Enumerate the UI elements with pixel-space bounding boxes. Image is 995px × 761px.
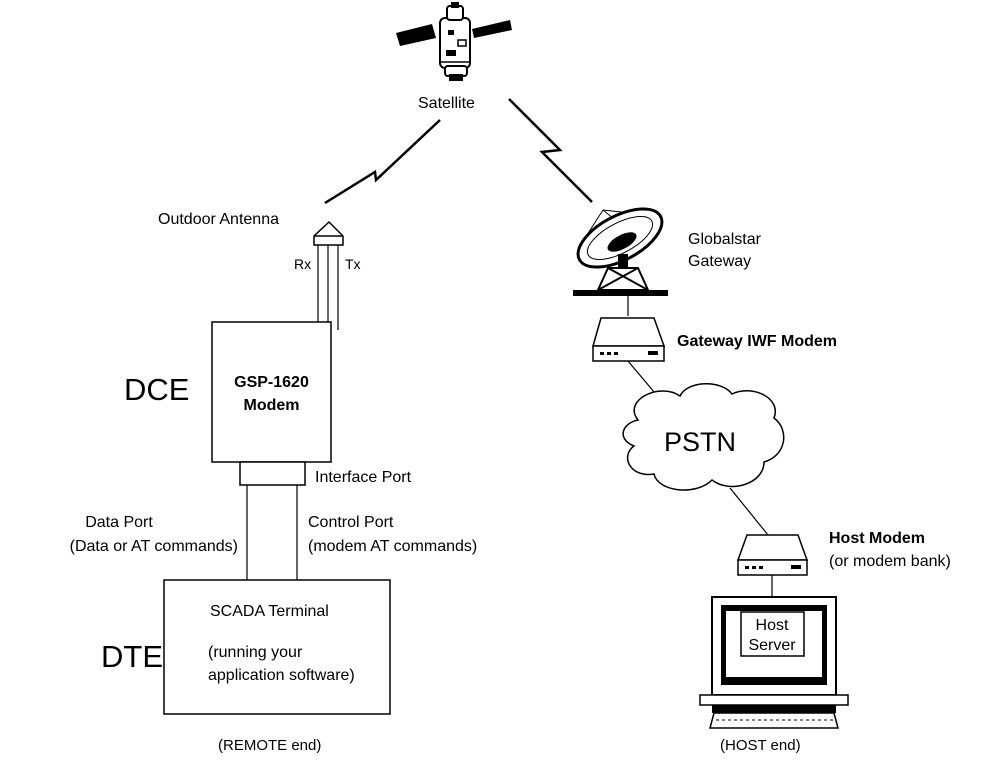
- host-server-line2: Server: [748, 637, 796, 654]
- modem-name-line2: Modem: [243, 397, 300, 414]
- host-end-label: (HOST end): [720, 737, 801, 754]
- antenna-cable: [317, 245, 339, 330]
- scada-title: SCADA Terminal: [210, 603, 329, 620]
- gateway-iwf-modem-label: Gateway IWF Modem: [677, 333, 838, 350]
- host-modem-icon: [736, 534, 809, 576]
- antenna-label: Outdoor Antenna: [158, 211, 279, 228]
- modem-name-line1: GSP-1620: [234, 374, 309, 391]
- interface-port-label: Interface Port: [315, 469, 412, 486]
- data-port-line2: (Data or AT commands): [69, 538, 238, 555]
- control-port-line2: (modem AT commands): [308, 538, 478, 555]
- data-port-line1: Data Port: [85, 514, 153, 531]
- host-server-icon: [699, 596, 849, 729]
- gateway-label-line1: Globalstar: [688, 231, 761, 248]
- wireless-link-right: [508, 98, 593, 203]
- remote-end-label: (REMOTE end): [218, 737, 322, 754]
- scada-line1: (running your: [208, 644, 303, 661]
- host-modem-sub-label: (or modem bank): [829, 553, 951, 570]
- interface-port: [239, 461, 306, 486]
- host-modem-label: Host Modem: [829, 530, 925, 547]
- antenna-icon: [313, 220, 344, 246]
- wireless-link-left: [324, 119, 441, 205]
- rx-label: Rx: [294, 256, 312, 272]
- scada-terminal: [163, 579, 391, 715]
- scada-line2: application software): [208, 667, 355, 684]
- host-server-line1: Host: [756, 617, 789, 634]
- control-port-line1: Control Port: [308, 514, 394, 531]
- tx-label: Tx: [345, 256, 361, 272]
- pstn-label: PSTN: [664, 427, 736, 457]
- pstn-to-host-line: [729, 487, 769, 536]
- gateway-dish-icon: [573, 207, 668, 296]
- pstn-cloud: [622, 383, 785, 491]
- satellite-icon: [396, 2, 512, 81]
- gateway-label-line2: Gateway: [688, 253, 752, 270]
- satellite-label: Satellite: [418, 95, 475, 112]
- dte-label: DTE: [101, 639, 163, 674]
- gateway-iwf-modem-icon: [592, 317, 666, 362]
- dce-label: DCE: [124, 372, 190, 407]
- gsp-1620-modem: [211, 321, 332, 463]
